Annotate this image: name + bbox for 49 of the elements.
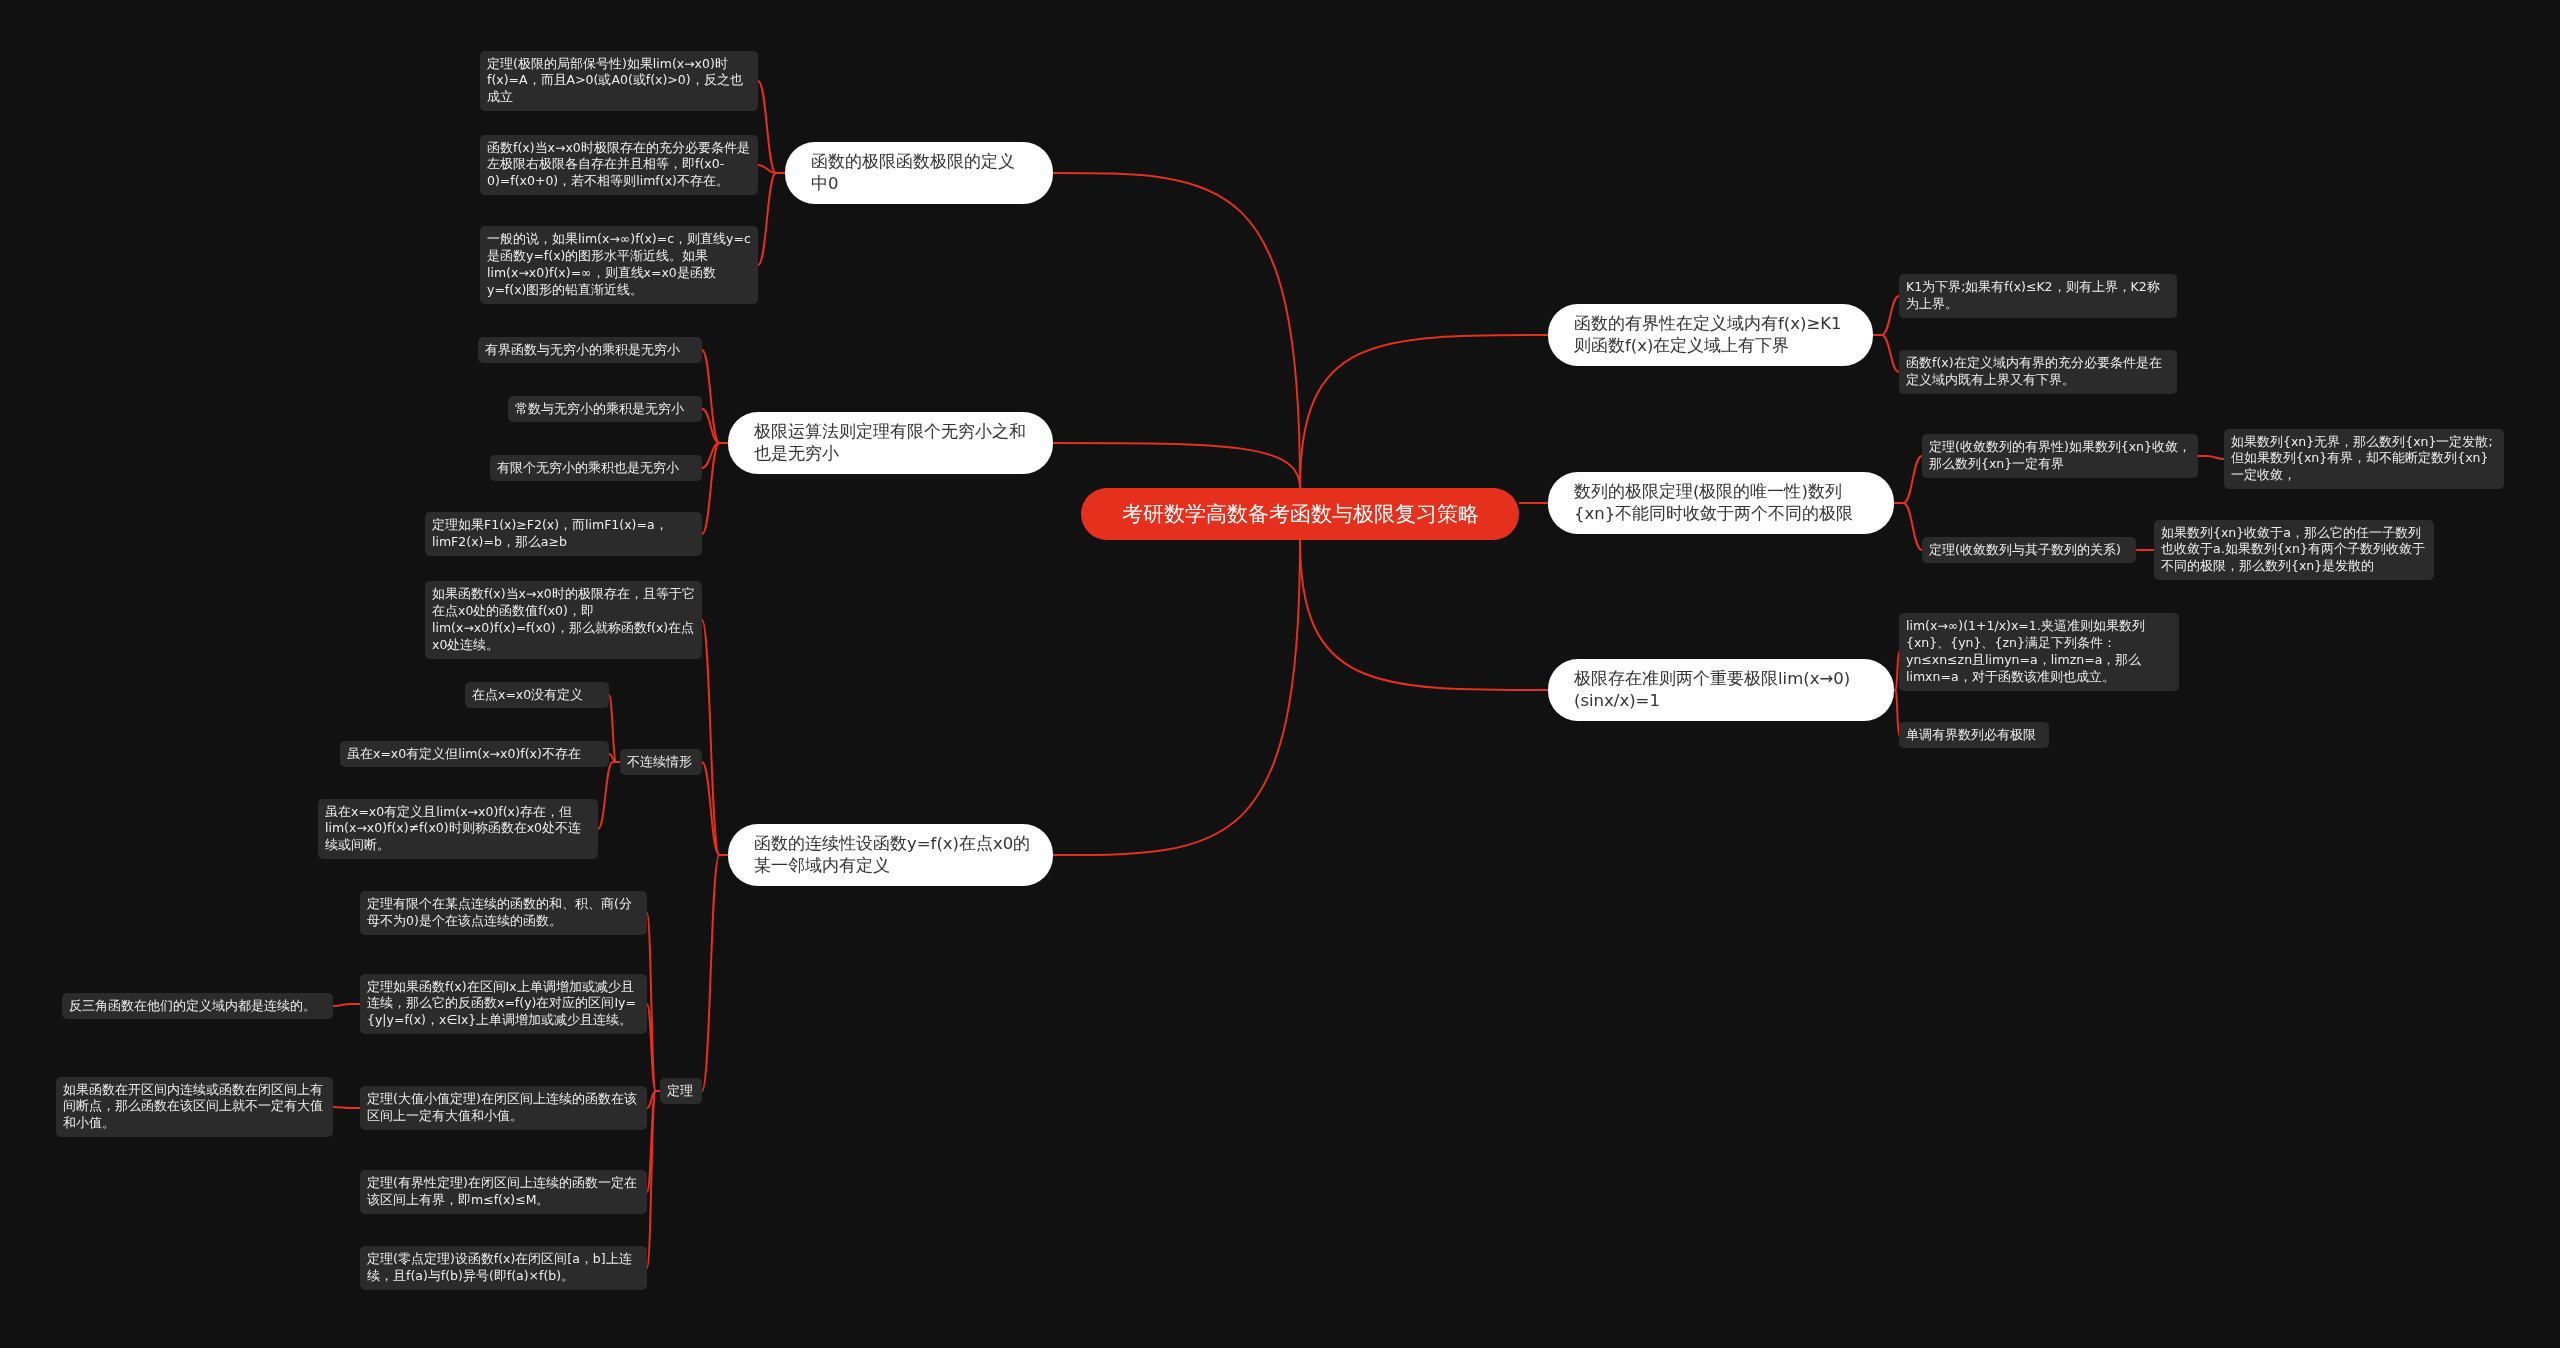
connector-line	[1893, 502, 1923, 551]
subtopic-card: 定理(有界性定理)在闭区间上连续的函数一定在该区间上有界，即m≤f(x)≤M。	[360, 1170, 647, 1214]
subtopic-card: 定理如果函数f(x)在区间Ix上单调增加或减少且连续，那么它的反函数x=f(y)在对应的区间Iy={y|y=f(x)，x∈Ix}上单调增加或减少且连续。	[360, 973, 647, 1035]
subtopic-card: 常数与无穷小的乘积是无穷小	[508, 395, 702, 423]
branch-topic: 函数的有界性在定义域内有f(x)≥K1则函数f(x)在定义域上有下界	[1548, 303, 1873, 367]
subtopic-card: 定理(极限的局部保号性)如果lim(x→x0)时f(x)=A，而且A>0(或A0(或f(x)>0)，反之也成立	[480, 50, 758, 112]
subtopic-card: 虽在x=x0有定义但lim(x→x0)f(x)不存在	[340, 740, 609, 768]
subtopic-card: 如果数列{xn}收敛于a，那么它的任一子数列也收敛于a.如果数列{xn}有两个子数列收敛于不同的极限，那么数列{xn}是发散的	[2154, 519, 2434, 581]
subtopic-card: 在点x=x0没有定义	[465, 681, 609, 709]
subtopic-card: lim(x→∞)(1+1/x)x=1.夹逼准则如果数列{xn}、{yn}、{zn}满足下列条件：yn≤xn≤zn且limyn=a，limzn=a，那么limxn=a，对于函数该准则也成立。	[1899, 613, 2179, 691]
connector-line	[1893, 651, 1900, 691]
connector-line	[332, 1003, 361, 1007]
subtopic-card: 不连续情形	[620, 748, 702, 776]
subtopic-card: 定理	[660, 1077, 702, 1105]
connector-line	[1518, 502, 1549, 504]
subtopic-card: 有界函数与无穷小的乘积是无穷小	[478, 336, 702, 364]
subtopic-card: 一般的说，如果lim(x→∞)f(x)=c，则直线y=c是函数y=f(x)的图形水平渐近线。如果lim(x→x0)f(x)=∞，则直线x=x0是函数y=f(x)图形的铅直渐近线。	[480, 226, 758, 304]
central-topic: 考研数学高数备考函数与极限复习策略	[1081, 488, 1519, 540]
subtopic-card: 反三角函数在他们的定义域内都是连续的。	[62, 992, 333, 1020]
connector-line	[1299, 334, 1549, 489]
subtopic-card: 定理(零点定理)设函数f(x)在闭区间[a，b]上连续，且f(a)与f(b)异号(即f(a)×f(b)。	[360, 1246, 647, 1290]
subtopic-card: 如果函数f(x)当x→x0时的极限存在，且等于它在点x0处的函数值f(x0)，即lim(x→x0)f(x)=f(x0)，那么就称函数f(x)在点x0处连续。	[425, 581, 702, 659]
subtopic-card: 函数f(x)当x→x0时极限存在的充分必要条件是左极限右极限各自存在并且相等，即f(x0-0)=f(x0+0)，若不相等则limf(x)不存在。	[480, 134, 758, 196]
connector-line	[1299, 539, 1549, 691]
connector-line	[701, 854, 729, 1092]
subtopic-card: 定理(收敛数列与其子数列的关系)	[1922, 536, 2136, 564]
subtopic-card: 定理如果F1(x)≥F2(x)，而limF1(x)=a，limF2(x)=b，那么a≥b	[425, 512, 702, 556]
subtopic-card: 定理(大值小值定理)在闭区间上连续的函数在该区间上一定有大值和小值。	[360, 1086, 647, 1130]
subtopic-card: K1为下界;如果有f(x)≤K2，则有上界，K2称为上界。	[1899, 274, 2177, 318]
connector-line	[757, 172, 786, 266]
branch-topic: 数列的极限定理(极限的唯一性)数列{xn}不能同时收敛于两个不同的极限	[1548, 471, 1894, 535]
subtopic-card: 单调有界数列必有极限	[1899, 721, 2049, 749]
branch-topic: 极限运算法则定理有限个无穷小之和也是无穷小	[728, 411, 1053, 475]
connector-line	[701, 442, 729, 535]
connector-line	[1872, 334, 1900, 373]
subtopic-card: 如果函数在开区间内连续或函数在闭区间上有间断点，那么函数在该区间上就不一定有大值和小值。	[56, 1076, 333, 1138]
subtopic-card: 定理有限个在某点连续的函数的和、积、商(分母不为0)是个在该点连续的函数。	[360, 891, 647, 935]
subtopic-card: 有限个无穷小的乘积也是无穷小	[490, 454, 702, 482]
connector-line	[1893, 689, 1900, 736]
subtopic-card: 虽在x=x0有定义且lim(x→x0)f(x)存在，但lim(x→x0)f(x)≠f(x0)时则称函数在x0处不连续或间断。	[318, 798, 598, 860]
branch-topic: 函数的连续性设函数y=f(x)在点x0的某一邻域内有定义	[728, 823, 1053, 887]
subtopic-card: 如果数列{xn}无界，那么数列{xn}一定发散;但如果数列{xn}有界，却不能断定数列{xn}一定收敛，	[2224, 428, 2504, 490]
connector-line	[2135, 549, 2155, 551]
connector-line	[332, 1106, 361, 1109]
subtopic-card: 函数f(x)在定义域内有界的充分必要条件是在定义域内既有上界又有下界。	[1899, 350, 2177, 394]
branch-topic: 极限存在准则两个重要极限lim(x→0)(sinx/x)=1	[1548, 658, 1894, 722]
subtopic-card: 定理(收敛数列的有界性)如果数列{xn}收敛，那么数列{xn}一定有界	[1922, 434, 2198, 478]
branch-topic: 函数的极限函数极限的定义中0	[785, 141, 1053, 205]
connector-line	[2197, 455, 2225, 460]
